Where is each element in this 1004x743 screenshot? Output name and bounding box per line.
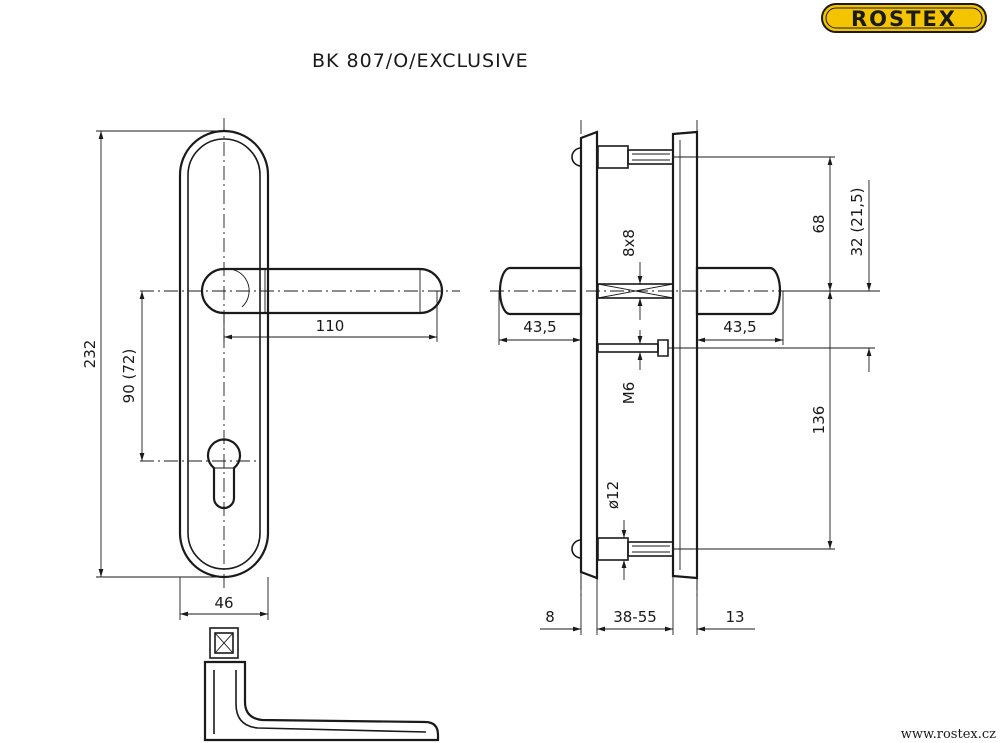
dim-spacing: 90 (72) — [120, 349, 138, 404]
logo-text: ROSTEX — [851, 7, 957, 31]
upper-screw — [571, 145, 674, 169]
dim-inner-plate: 13 — [725, 608, 744, 626]
cylinder-keyhole — [206, 438, 242, 510]
dim-plate-width: 46 — [214, 594, 233, 612]
dim-handle-offset-right: 43,5 — [723, 318, 756, 336]
rostex-logo: ROSTEX — [821, 3, 987, 33]
middle-screw — [597, 339, 669, 357]
dim-handle-offset-left: 43,5 — [523, 318, 556, 336]
handle-top-view — [203, 627, 440, 742]
dim-screw-spacing: 136 — [810, 406, 828, 435]
dim-spindle: 8x8 — [620, 229, 638, 257]
website-url[interactable]: www.rostex.cz — [901, 727, 996, 742]
dim-screw-diameter: ø12 — [604, 481, 622, 509]
dim-upper-alt: 32 (21,5) — [848, 188, 866, 257]
dim-door-thickness: 38-55 — [613, 608, 657, 626]
lower-screw — [571, 537, 674, 561]
logo-badge — [821, 3, 987, 33]
drawing-title: BK 807/O/EXCLUSIVE — [312, 50, 529, 72]
side-view: 8x8 M6 ø12 43,5 43,5 68 32 (21,5) 136 — [490, 120, 880, 635]
lever-handle — [200, 267, 444, 315]
dim-screw-thread: M6 — [620, 382, 638, 405]
front-view: 232 90 (72) 110 46 — [81, 118, 460, 620]
dim-height-total: 232 — [81, 340, 99, 369]
dim-upper-distance: 68 — [810, 214, 828, 233]
dim-handle-length: 110 — [316, 317, 345, 335]
dim-outer-plate: 8 — [545, 608, 555, 626]
